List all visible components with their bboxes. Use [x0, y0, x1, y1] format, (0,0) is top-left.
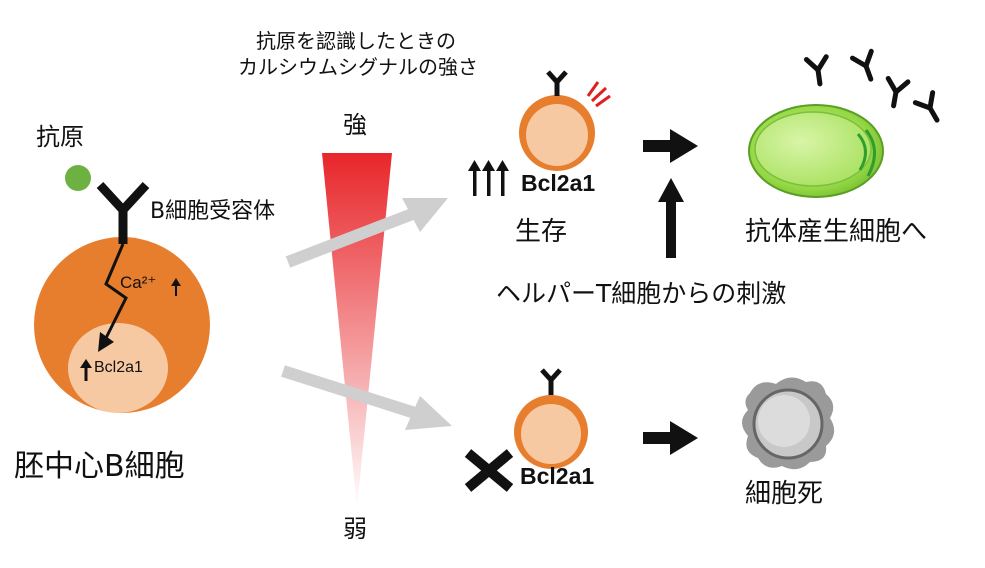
dying-b-cell-receptor-icon: [540, 368, 562, 395]
antigen-dot: [65, 165, 91, 191]
strong-label: 強: [343, 111, 367, 139]
cell-death-label: 細胞死: [745, 479, 824, 509]
b-cell-receptor-icon: [96, 181, 150, 244]
antibody-icon: [803, 48, 940, 123]
dying-gene-label: Bcl2a1: [520, 463, 595, 489]
ca-up-arrow-icon: [171, 278, 181, 296]
survival-to-plasma-arrow: [643, 129, 698, 163]
helper-t-stimulation-arrow: [658, 178, 684, 258]
caption-line-1: 抗原を認識したときの: [256, 29, 456, 53]
antigen-label: 抗原: [36, 123, 84, 151]
calcium-signal-arrow: [98, 243, 128, 352]
receptor-label: B細胞受容体: [150, 199, 276, 224]
dying-b-cell: [514, 395, 588, 469]
ca-label: Ca²⁺: [120, 273, 157, 292]
strong-signal-icon: [586, 81, 611, 108]
dying-to-death-arrow: [643, 421, 698, 455]
plasma-cell-label: 抗体産生細胞へ: [745, 217, 928, 247]
cross-icon: [464, 449, 514, 492]
branch-arrow-to-survival: [285, 198, 448, 268]
branch-arrow-to-death: [281, 365, 452, 430]
caption-line-2: カルシウムシグナルの強さ: [238, 55, 478, 79]
b-cell-nucleus: [68, 323, 168, 413]
surviving-b-cell-receptor-icon: [546, 70, 568, 96]
surviving-b-cell: [519, 95, 595, 171]
nucleus-gene-label: Bcl2a1: [94, 359, 143, 376]
germinal-center-b-cell-label: 胚中心B細胞: [14, 449, 185, 484]
triple-up-arrow-icon: [468, 160, 509, 196]
germinal-center-b-cell: [34, 237, 210, 413]
signal-strength-gradient: [322, 153, 392, 508]
weak-label: 弱: [343, 515, 367, 543]
helper-t-label: ヘルパーT細胞からの刺激: [496, 279, 787, 308]
dead-cell: [742, 377, 835, 470]
surviving-gene-label: Bcl2a1: [521, 170, 596, 196]
survival-label: 生存: [515, 217, 568, 247]
bcl2a1-up-arrow-icon: [80, 359, 92, 381]
plasma-cell: [748, 104, 884, 198]
